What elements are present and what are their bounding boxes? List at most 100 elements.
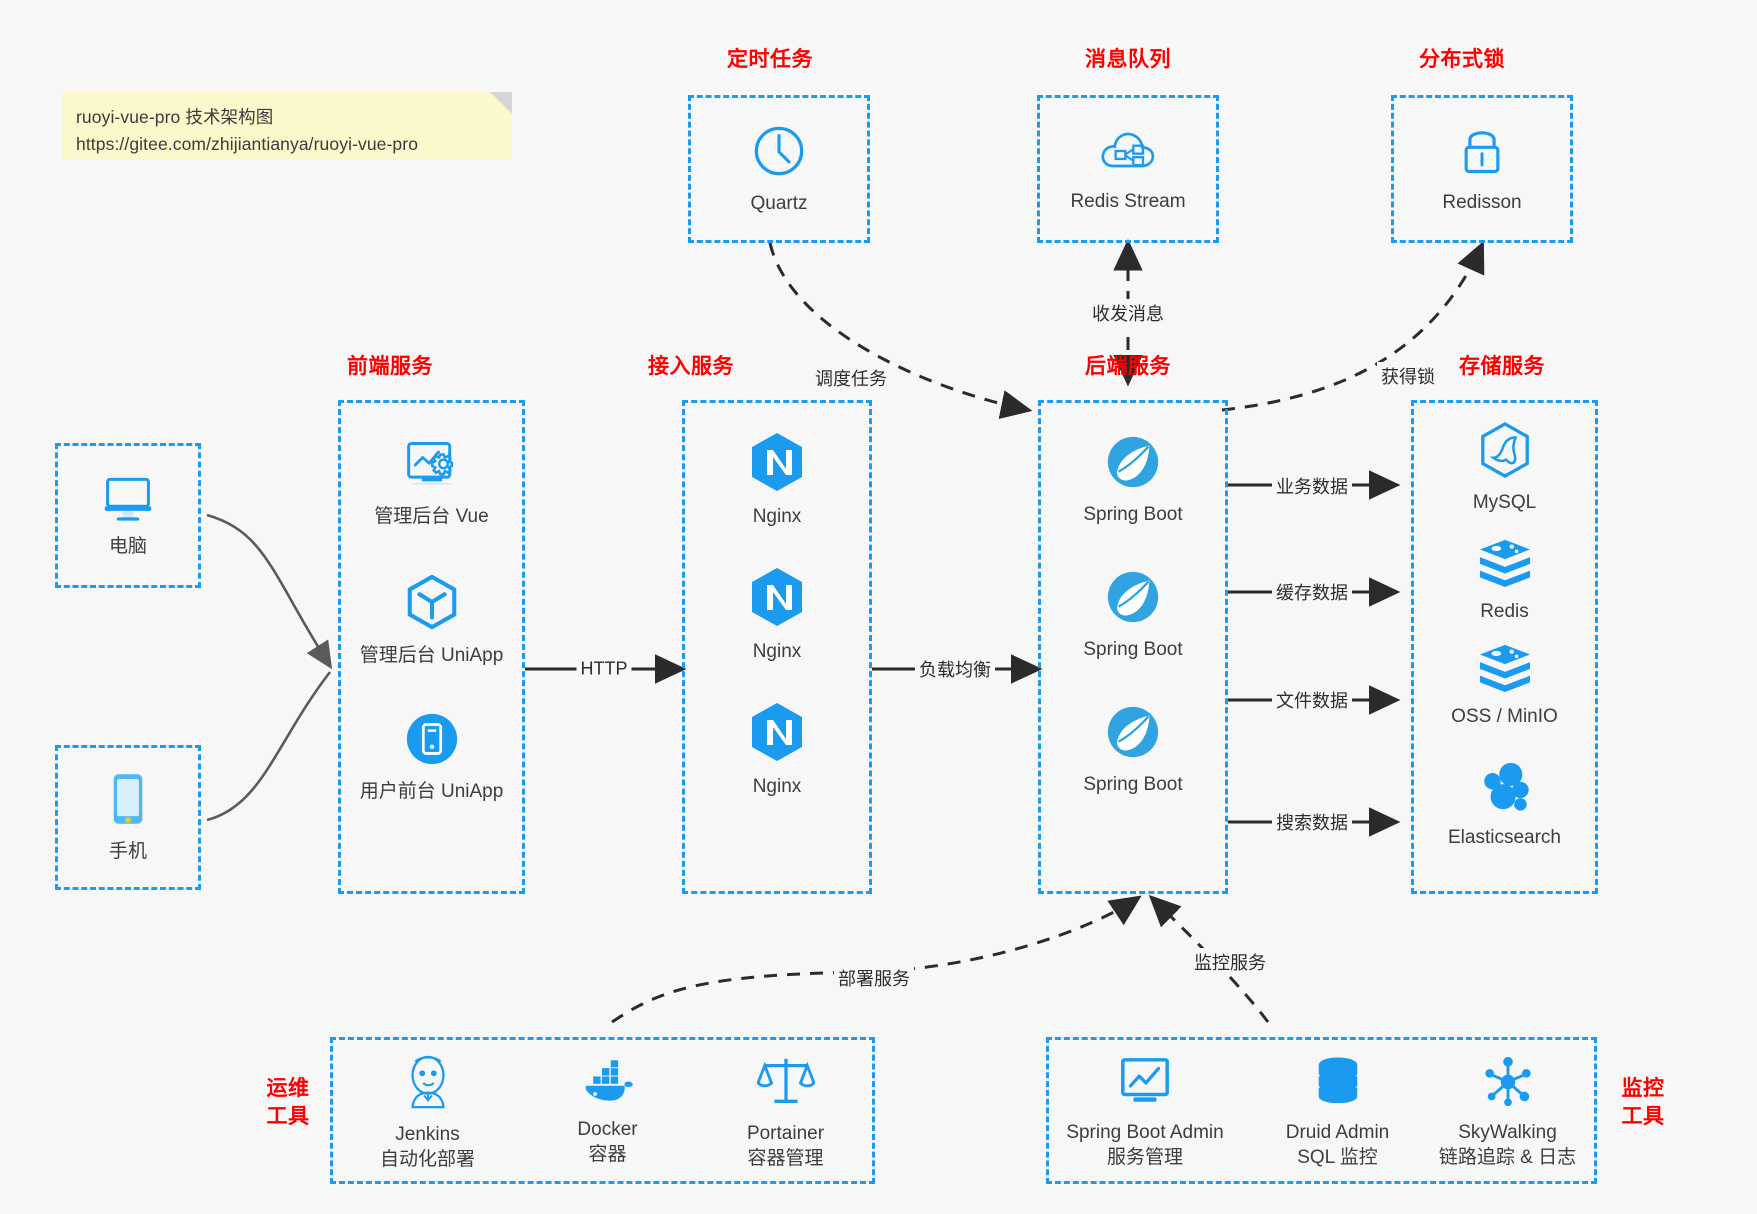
node-nginx-1[interactable]: Nginx — [682, 405, 872, 555]
group-title-distributed-lock: 分布式锁 — [1419, 48, 1505, 71]
node-nginx-2[interactable]: Nginx — [682, 540, 872, 690]
node-client-desktop[interactable]: 电脑 — [55, 443, 201, 588]
group-box-devops — [330, 1037, 875, 1184]
node-label: 电脑 — [108, 536, 147, 558]
monitor-chart-icon — [1117, 1055, 1173, 1114]
node-druid-admin[interactable]: Druid Admin SQL 监控 — [1250, 1045, 1425, 1180]
group-box-client-mobile — [55, 745, 201, 890]
elasticsearch-icon — [1476, 760, 1534, 819]
group-title-gateway: 接入服务 — [648, 355, 734, 378]
node-redis[interactable]: Redis — [1411, 520, 1598, 640]
lock-icon — [1455, 123, 1509, 184]
node-desc: 自动化部署 — [379, 1148, 475, 1170]
cloud-stream-icon — [1098, 124, 1158, 183]
devops-title-line2: 工具 — [266, 1104, 310, 1128]
oss-minio-icon — [1476, 641, 1534, 698]
node-name: Docker — [577, 1118, 638, 1140]
edge-label-cache-data: 缓存数据 — [1272, 578, 1352, 606]
edge-label-business-data: 业务数据 — [1272, 472, 1352, 500]
node-client-mobile[interactable]: 手机 — [55, 745, 201, 890]
node-quartz[interactable]: Quartz — [688, 95, 870, 243]
node-desc: 容器 — [588, 1143, 627, 1165]
node-label: Nginx — [752, 640, 802, 662]
group-title-devops: 运维 工具 — [258, 1075, 318, 1130]
node-spring-boot-admin[interactable]: Spring Boot Admin 服务管理 — [1050, 1045, 1240, 1180]
desktop-monitor-icon — [100, 471, 156, 528]
node-redisson[interactable]: Redisson — [1391, 95, 1573, 243]
node-desc: 容器管理 — [747, 1147, 824, 1169]
node-label: Nginx — [752, 775, 802, 797]
group-box-client-desktop — [55, 443, 201, 588]
clock-icon — [750, 122, 808, 185]
edge-label-acquire-lock: 获得锁 — [1377, 362, 1439, 390]
node-elasticsearch[interactable]: Elasticsearch — [1411, 740, 1598, 870]
node-name: Druid Admin — [1285, 1121, 1390, 1143]
edge-label-send-receive-message: 收发消息 — [1088, 299, 1168, 327]
node-portainer[interactable]: Portainer 容器管理 — [698, 1045, 873, 1180]
nginx-icon — [748, 701, 806, 768]
nginx-icon — [748, 566, 806, 633]
redis-icon — [1476, 536, 1534, 593]
uniapp-cube-icon — [403, 572, 461, 637]
node-label: Quartz — [750, 192, 808, 214]
node-spring-boot-1[interactable]: Spring Boot — [1038, 405, 1228, 555]
node-nginx-3[interactable]: Nginx — [682, 675, 872, 825]
group-box-message-queue — [1037, 95, 1219, 243]
group-title-scheduled-task: 定时任务 — [727, 48, 813, 71]
jenkins-butler-icon — [400, 1053, 456, 1116]
edge-label-http: HTTP — [576, 657, 632, 681]
spring-boot-icon — [1104, 433, 1162, 496]
node-name: Jenkins — [395, 1123, 460, 1145]
nginx-icon — [748, 431, 806, 498]
admin-dashboard-icon — [401, 437, 463, 498]
group-title-backend: 后端服务 — [1085, 355, 1171, 378]
spring-boot-icon — [1104, 568, 1162, 631]
node-label: 管理后台 UniApp — [359, 644, 504, 666]
node-name: Spring Boot Admin — [1066, 1121, 1224, 1143]
group-box-monitoring — [1046, 1037, 1597, 1184]
node-docker[interactable]: Docker 容器 — [520, 1045, 695, 1180]
node-label: Spring Boot — [1083, 638, 1183, 660]
mysql-icon — [1477, 421, 1533, 484]
group-box-distributed-lock — [1391, 95, 1573, 243]
database-stack-icon — [1312, 1055, 1364, 1114]
node-admin-uniapp[interactable]: 管理后台 UniApp — [338, 545, 525, 695]
node-skywalking[interactable]: SkyWalking 链路追踪 & 日志 — [1420, 1045, 1595, 1180]
node-label: Elasticsearch — [1448, 826, 1561, 848]
node-user-uniapp[interactable]: 用户前台 UniApp — [338, 682, 525, 832]
node-jenkins[interactable]: Jenkins 自动化部署 — [340, 1045, 515, 1180]
group-box-scheduled-task — [688, 95, 870, 243]
node-desc: 链路追踪 & 日志 — [1438, 1146, 1577, 1168]
edge-label-deploy-service: 部署服务 — [834, 964, 914, 992]
mobile-phone-icon — [108, 770, 148, 833]
node-oss-minio[interactable]: OSS / MinIO — [1411, 625, 1598, 745]
node-label: Spring Boot — [1083, 503, 1183, 525]
node-label: Redis — [1480, 600, 1529, 622]
node-label: Redisson — [1442, 191, 1522, 213]
monitor-title-line2: 工具 — [1621, 1104, 1665, 1128]
node-desc: SQL 监控 — [1297, 1146, 1378, 1168]
node-name: Portainer — [746, 1122, 825, 1144]
group-box-frontend — [338, 400, 525, 894]
node-mysql[interactable]: MySQL — [1411, 408, 1598, 528]
node-label: Nginx — [752, 505, 802, 527]
edge-label-file-data: 文件数据 — [1272, 686, 1352, 714]
group-title-message-queue: 消息队列 — [1085, 48, 1171, 71]
note-fold-corner — [490, 92, 512, 114]
group-box-gateway — [682, 400, 872, 894]
node-label: 管理后台 Vue — [374, 505, 489, 527]
group-title-monitoring: 监控 工具 — [1612, 1075, 1674, 1130]
node-spring-boot-3[interactable]: Spring Boot — [1038, 675, 1228, 825]
node-spring-boot-2[interactable]: Spring Boot — [1038, 540, 1228, 690]
group-box-storage — [1411, 400, 1598, 894]
edge-label-monitor-service: 监控服务 — [1190, 948, 1270, 976]
docker-whale-icon — [578, 1058, 638, 1111]
group-title-frontend: 前端服务 — [347, 355, 433, 378]
node-desc: 服务管理 — [1106, 1146, 1183, 1168]
node-admin-vue[interactable]: 管理后台 Vue — [338, 408, 525, 558]
node-label: 手机 — [108, 841, 147, 863]
node-name: SkyWalking — [1458, 1121, 1557, 1143]
monitor-title-line1: 监控 — [1621, 1077, 1665, 1100]
node-redis-stream[interactable]: Redis Stream — [1037, 95, 1219, 243]
